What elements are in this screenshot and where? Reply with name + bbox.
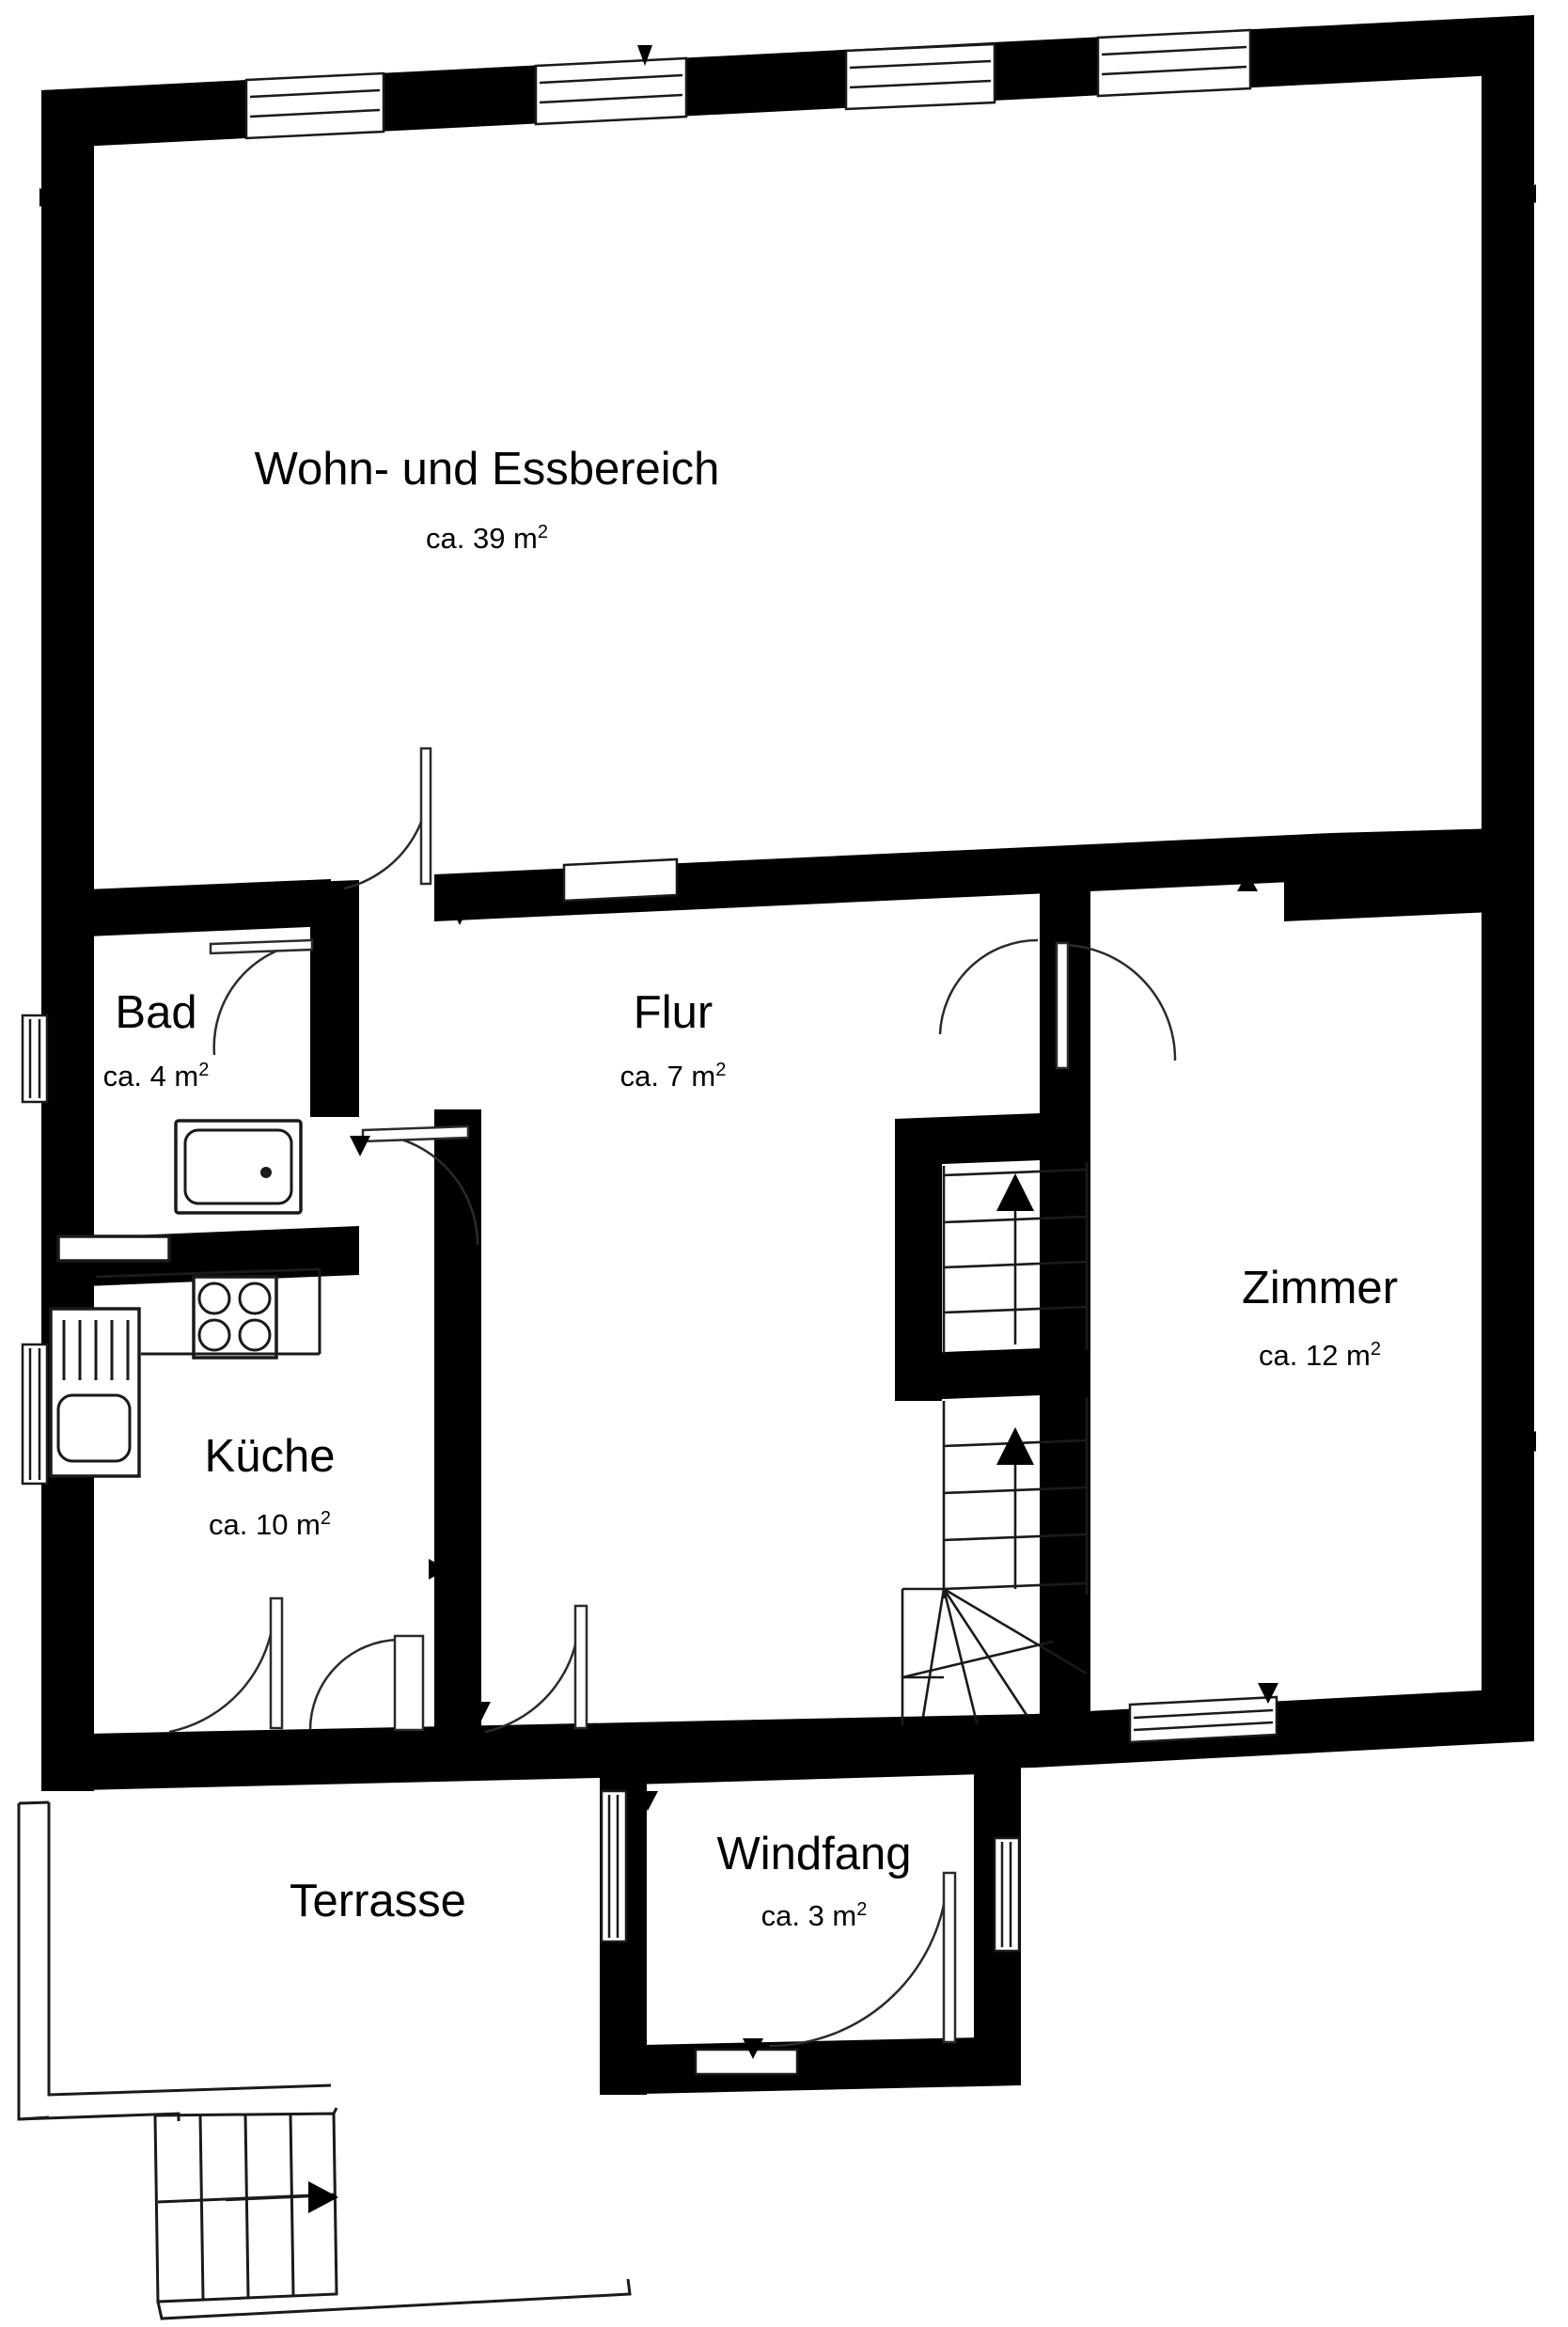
- room-area-kueche: ca. 10 m2: [209, 1508, 331, 1541]
- room-label-flur: Flur: [634, 987, 713, 1038]
- window-icon: [21, 1014, 49, 1104]
- direction-marker-icon: [976, 1974, 995, 1995]
- kitchen-sink-icon: [49, 1307, 141, 1478]
- direction-marker-icon: [429, 1559, 447, 1580]
- direction-marker-icon: [449, 904, 470, 925]
- room-label-kueche: Küche: [205, 1431, 336, 1482]
- direction-marker-icon: [1237, 873, 1258, 891]
- window-icon: [844, 42, 996, 111]
- direction-marker-icon: [624, 1974, 643, 1995]
- bathtub-icon: [174, 1119, 303, 1215]
- room-terrasse: Terrasse: [17, 1800, 632, 2320]
- room-windfang: Windfang ca. 3 m2: [600, 1722, 1021, 2095]
- window-icon: [1096, 28, 1252, 98]
- room-area-wohn-essbereich: ca. 39 m2: [426, 522, 548, 555]
- window-icon: [534, 56, 688, 126]
- direction-marker-icon: [1517, 184, 1536, 203]
- direction-marker-icon: [743, 2038, 763, 2059]
- direction-marker-icon: [470, 1702, 491, 1722]
- interior-walls: [41, 827, 1534, 1732]
- room-label-wohn-essbereich: Wohn- und Essbereich: [255, 444, 720, 495]
- door-icon: [209, 938, 314, 1056]
- room-area-bad: ca. 4 m2: [103, 1060, 210, 1093]
- room-kueche: Küche ca. 10 m2: [21, 1267, 336, 1581]
- direction-marker-icon: [637, 1791, 658, 1811]
- door-icon: [308, 1634, 425, 1732]
- window-icon: [21, 1343, 49, 1486]
- room-wohn-essbereich: Wohn- und Essbereich ca. 39 m2: [255, 444, 720, 555]
- room-label-zimmer: Zimmer: [1242, 1263, 1398, 1313]
- window-icon: [244, 71, 385, 140]
- door-icon: [343, 747, 432, 890]
- room-area-flur: ca. 7 m2: [620, 1060, 727, 1093]
- direction-marker-icon: [1043, 1102, 1062, 1123]
- room-flur: Flur ca. 7 m2: [620, 987, 727, 1093]
- direction-marker-icon: [39, 188, 58, 207]
- door-icon: [938, 938, 1177, 1070]
- room-zimmer: Zimmer ca. 12 m2: [1128, 873, 1536, 1744]
- room-label-bad: Bad: [115, 987, 196, 1038]
- direction-marker-icon: [350, 1136, 370, 1156]
- room-bad: Bad ca. 4 m2: [21, 987, 303, 1263]
- door-icon: [484, 1604, 588, 1734]
- door-icon: [168, 1596, 284, 1734]
- window-group-top: [39, 28, 1536, 207]
- window-icon: [993, 1836, 1021, 1953]
- interior-opening: [562, 857, 679, 903]
- direction-marker-icon: [1515, 1431, 1536, 1452]
- door-group: [168, 747, 1177, 1734]
- direction-marker-icon: [637, 45, 652, 66]
- room-area-windfang: ca. 3 m2: [761, 1899, 868, 1932]
- room-label-terrasse: Terrasse: [290, 1876, 466, 1926]
- room-label-windfang: Windfang: [716, 1829, 911, 1879]
- window-icon: [600, 1789, 628, 1943]
- stove-icon: [192, 1275, 278, 1360]
- room-area-zimmer: ca. 12 m2: [1259, 1339, 1381, 1372]
- direction-marker-icon: [1043, 867, 1064, 888]
- window-icon: [1128, 1695, 1278, 1744]
- direction-marker-icon: [312, 1077, 331, 1098]
- direction-marker-icon: [41, 1561, 62, 1581]
- terrace-steps-icon: [153, 2107, 632, 2320]
- door-icon: [694, 1871, 957, 2076]
- interior-staircase: [901, 1162, 1089, 1727]
- direction-marker-icon: [1258, 1683, 1278, 1704]
